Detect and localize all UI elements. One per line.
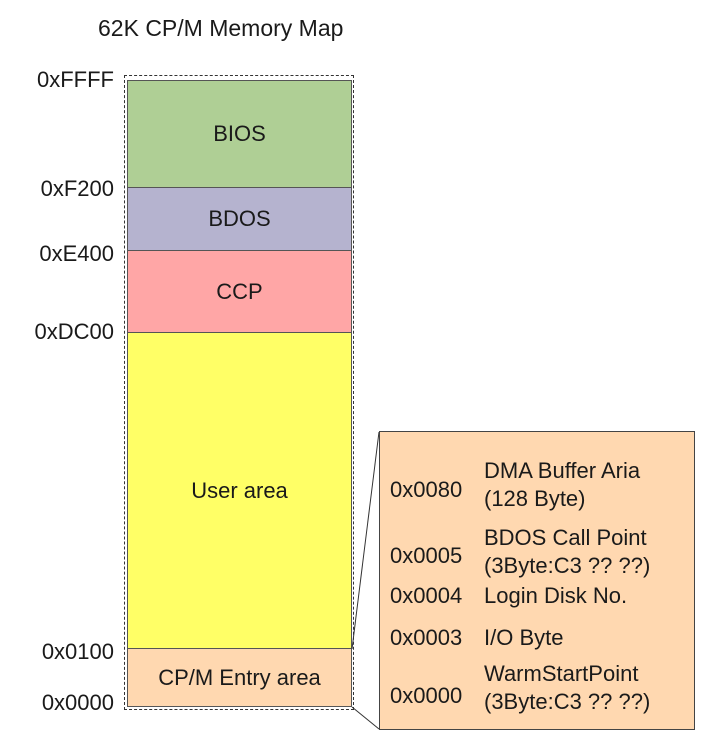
detail-description: DMA Buffer Aria bbox=[484, 458, 641, 483]
diagram-title: 62K CP/M Memory Map bbox=[98, 15, 344, 41]
address-label: 0xF200 bbox=[40, 176, 114, 201]
region-cpm-entry-area-label: CP/M Entry area bbox=[158, 664, 321, 690]
detail-address: 0x0004 bbox=[390, 583, 463, 608]
detail-description: I/O Byte bbox=[484, 625, 564, 650]
detail-description: (128 Byte) bbox=[484, 486, 586, 511]
detail-description: BDOS Call Point bbox=[484, 525, 647, 550]
address-label: 0xE400 bbox=[39, 241, 114, 266]
region-user-area: User area bbox=[127, 332, 352, 649]
detail-address: 0x0000 bbox=[390, 683, 463, 708]
entry-area-detail: 0x0080 DMA Buffer Aria (128 Byte) 0x0005… bbox=[379, 431, 695, 730]
region-ccp-label: CCP bbox=[216, 278, 263, 304]
region-bdos-label: BDOS bbox=[208, 206, 271, 231]
detail-description: (3Byte:C3 ?? ??) bbox=[484, 553, 651, 578]
memory-outline bbox=[124, 75, 354, 710]
detail-description: (3Byte:C3 ?? ??) bbox=[484, 689, 651, 714]
region-bios-label: BIOS bbox=[213, 121, 266, 146]
region-user-area-label: User area bbox=[191, 477, 288, 503]
detail-description: WarmStartPoint bbox=[484, 661, 639, 686]
detail-address: 0x0005 bbox=[390, 543, 463, 568]
address-label: 0xFFFF bbox=[37, 67, 114, 92]
address-label: 0x0100 bbox=[41, 639, 114, 664]
address-label: 0xDC00 bbox=[34, 319, 114, 344]
detail-address: 0x0003 bbox=[390, 625, 463, 650]
region-bdos: BDOS bbox=[127, 187, 352, 251]
region-bios: BIOS bbox=[127, 80, 352, 188]
detail-address: 0x0080 bbox=[390, 477, 463, 502]
region-cpm-entry-area: CP/M Entry area bbox=[127, 648, 352, 707]
detail-description: Login Disk No. bbox=[484, 583, 628, 608]
address-label: 0x0000 bbox=[41, 690, 114, 715]
